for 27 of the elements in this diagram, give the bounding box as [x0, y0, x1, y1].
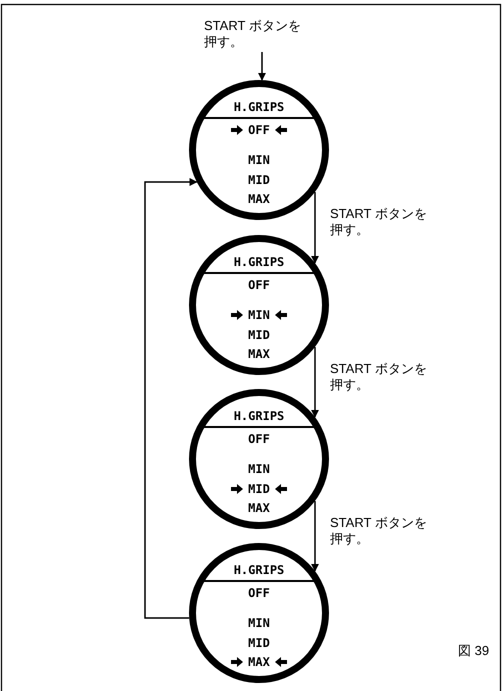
menu-option: MIN	[248, 308, 270, 322]
arrow	[311, 192, 319, 264]
arrow	[144, 178, 198, 619]
menu-option: MID	[248, 482, 270, 496]
display-heading: H.GRIPS	[234, 100, 284, 114]
menu-option: OFF	[248, 586, 270, 600]
menu-option: OFF	[248, 278, 270, 292]
menu-option: MIN	[248, 462, 270, 476]
figure-number: 図 39	[458, 643, 490, 659]
menu-option: MID	[248, 636, 270, 650]
menu-option: OFF	[248, 123, 270, 137]
menu-option: MAX	[248, 347, 270, 361]
arrow	[258, 52, 266, 81]
menu-option: MIN	[248, 153, 270, 167]
instruction-text: START ボタンを押す。	[204, 18, 308, 50]
menu-option: MID	[248, 173, 270, 187]
menu-option: OFF	[248, 432, 270, 446]
display-heading: H.GRIPS	[234, 409, 284, 423]
menu-option: MAX	[248, 192, 270, 206]
arrow	[311, 501, 319, 572]
menu-option: MAX	[248, 655, 270, 669]
menu-option: MAX	[248, 501, 270, 515]
menu-option: MID	[248, 328, 270, 342]
display-heading: H.GRIPS	[234, 255, 284, 269]
arrow	[311, 347, 319, 418]
display-heading: H.GRIPS	[234, 563, 284, 577]
menu-option: MIN	[248, 616, 270, 630]
